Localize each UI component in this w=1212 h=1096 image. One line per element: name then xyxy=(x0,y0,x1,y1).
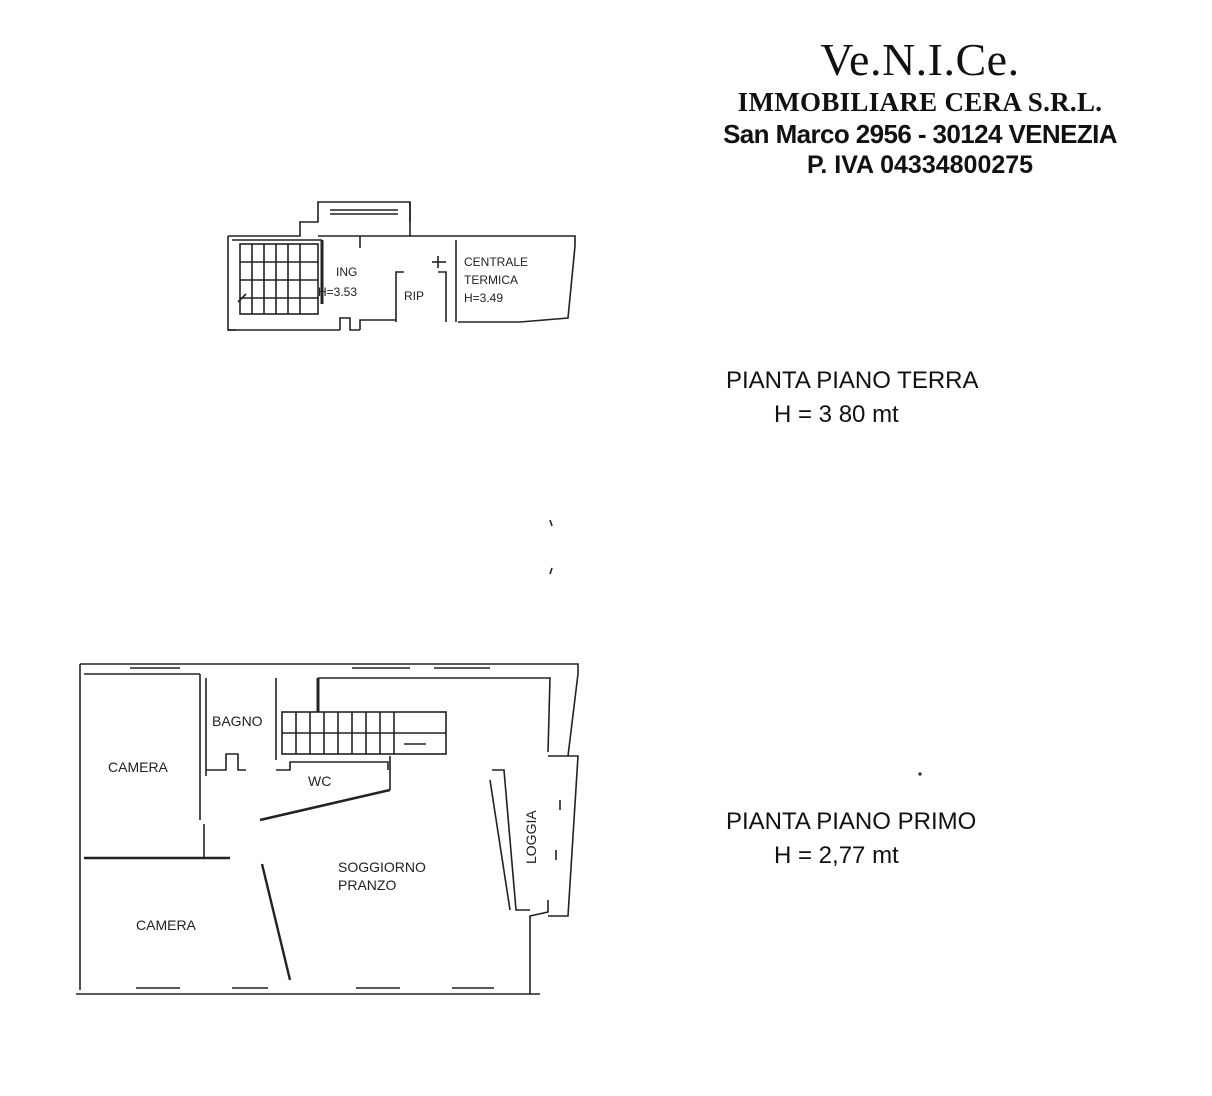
room-rip: RIP xyxy=(404,289,424,303)
ground-floor-title: PIANTA PIANO TERRA xyxy=(726,367,979,394)
room-centrale-height: H=3.49 xyxy=(464,291,503,305)
room-wc: WC xyxy=(308,773,331,789)
company-vat: P. IVA 04334800275 xyxy=(806,151,1034,179)
ground-floor-plan xyxy=(227,201,576,331)
room-camera-top: CAMERA xyxy=(108,759,169,775)
stray-dot xyxy=(918,772,922,776)
company-header: Ve.N.I.Ce. IMMOBILIARE CERA S.R.L. San M… xyxy=(660,34,1180,180)
ground-floor-caption: PIANTA PIANO TERRA H = 3 80 mt xyxy=(726,364,979,432)
first-floor-title: PIANTA PIANO PRIMO xyxy=(726,808,977,835)
brand-name: Ve.N.I.Ce. xyxy=(820,34,1020,85)
room-ing-height: H=3.53 xyxy=(318,285,357,299)
room-centrale-2: TERMICA xyxy=(464,273,518,287)
room-loggia: LOGGIA xyxy=(523,810,539,864)
room-soggiorno-1: SOGGIORNO xyxy=(338,859,426,875)
room-soggiorno-2: PRANZO xyxy=(338,877,396,893)
room-centrale-1: CENTRALE xyxy=(464,255,528,269)
company-name: IMMOBILIARE CERA S.R.L. xyxy=(737,87,1103,117)
room-bagno: BAGNO xyxy=(212,713,263,729)
first-floor-height: H = 2,77 mt xyxy=(774,842,899,869)
first-floor-caption: PIANTA PIANO PRIMO H = 2,77 mt xyxy=(726,805,976,873)
first-floor-plan xyxy=(76,519,579,995)
ground-floor-height: H = 3 80 mt xyxy=(774,401,899,428)
company-address: San Marco 2956 - 30124 VENEZIA xyxy=(723,119,1117,149)
room-ing: ING xyxy=(336,265,357,279)
room-camera-bottom: CAMERA xyxy=(136,917,197,933)
